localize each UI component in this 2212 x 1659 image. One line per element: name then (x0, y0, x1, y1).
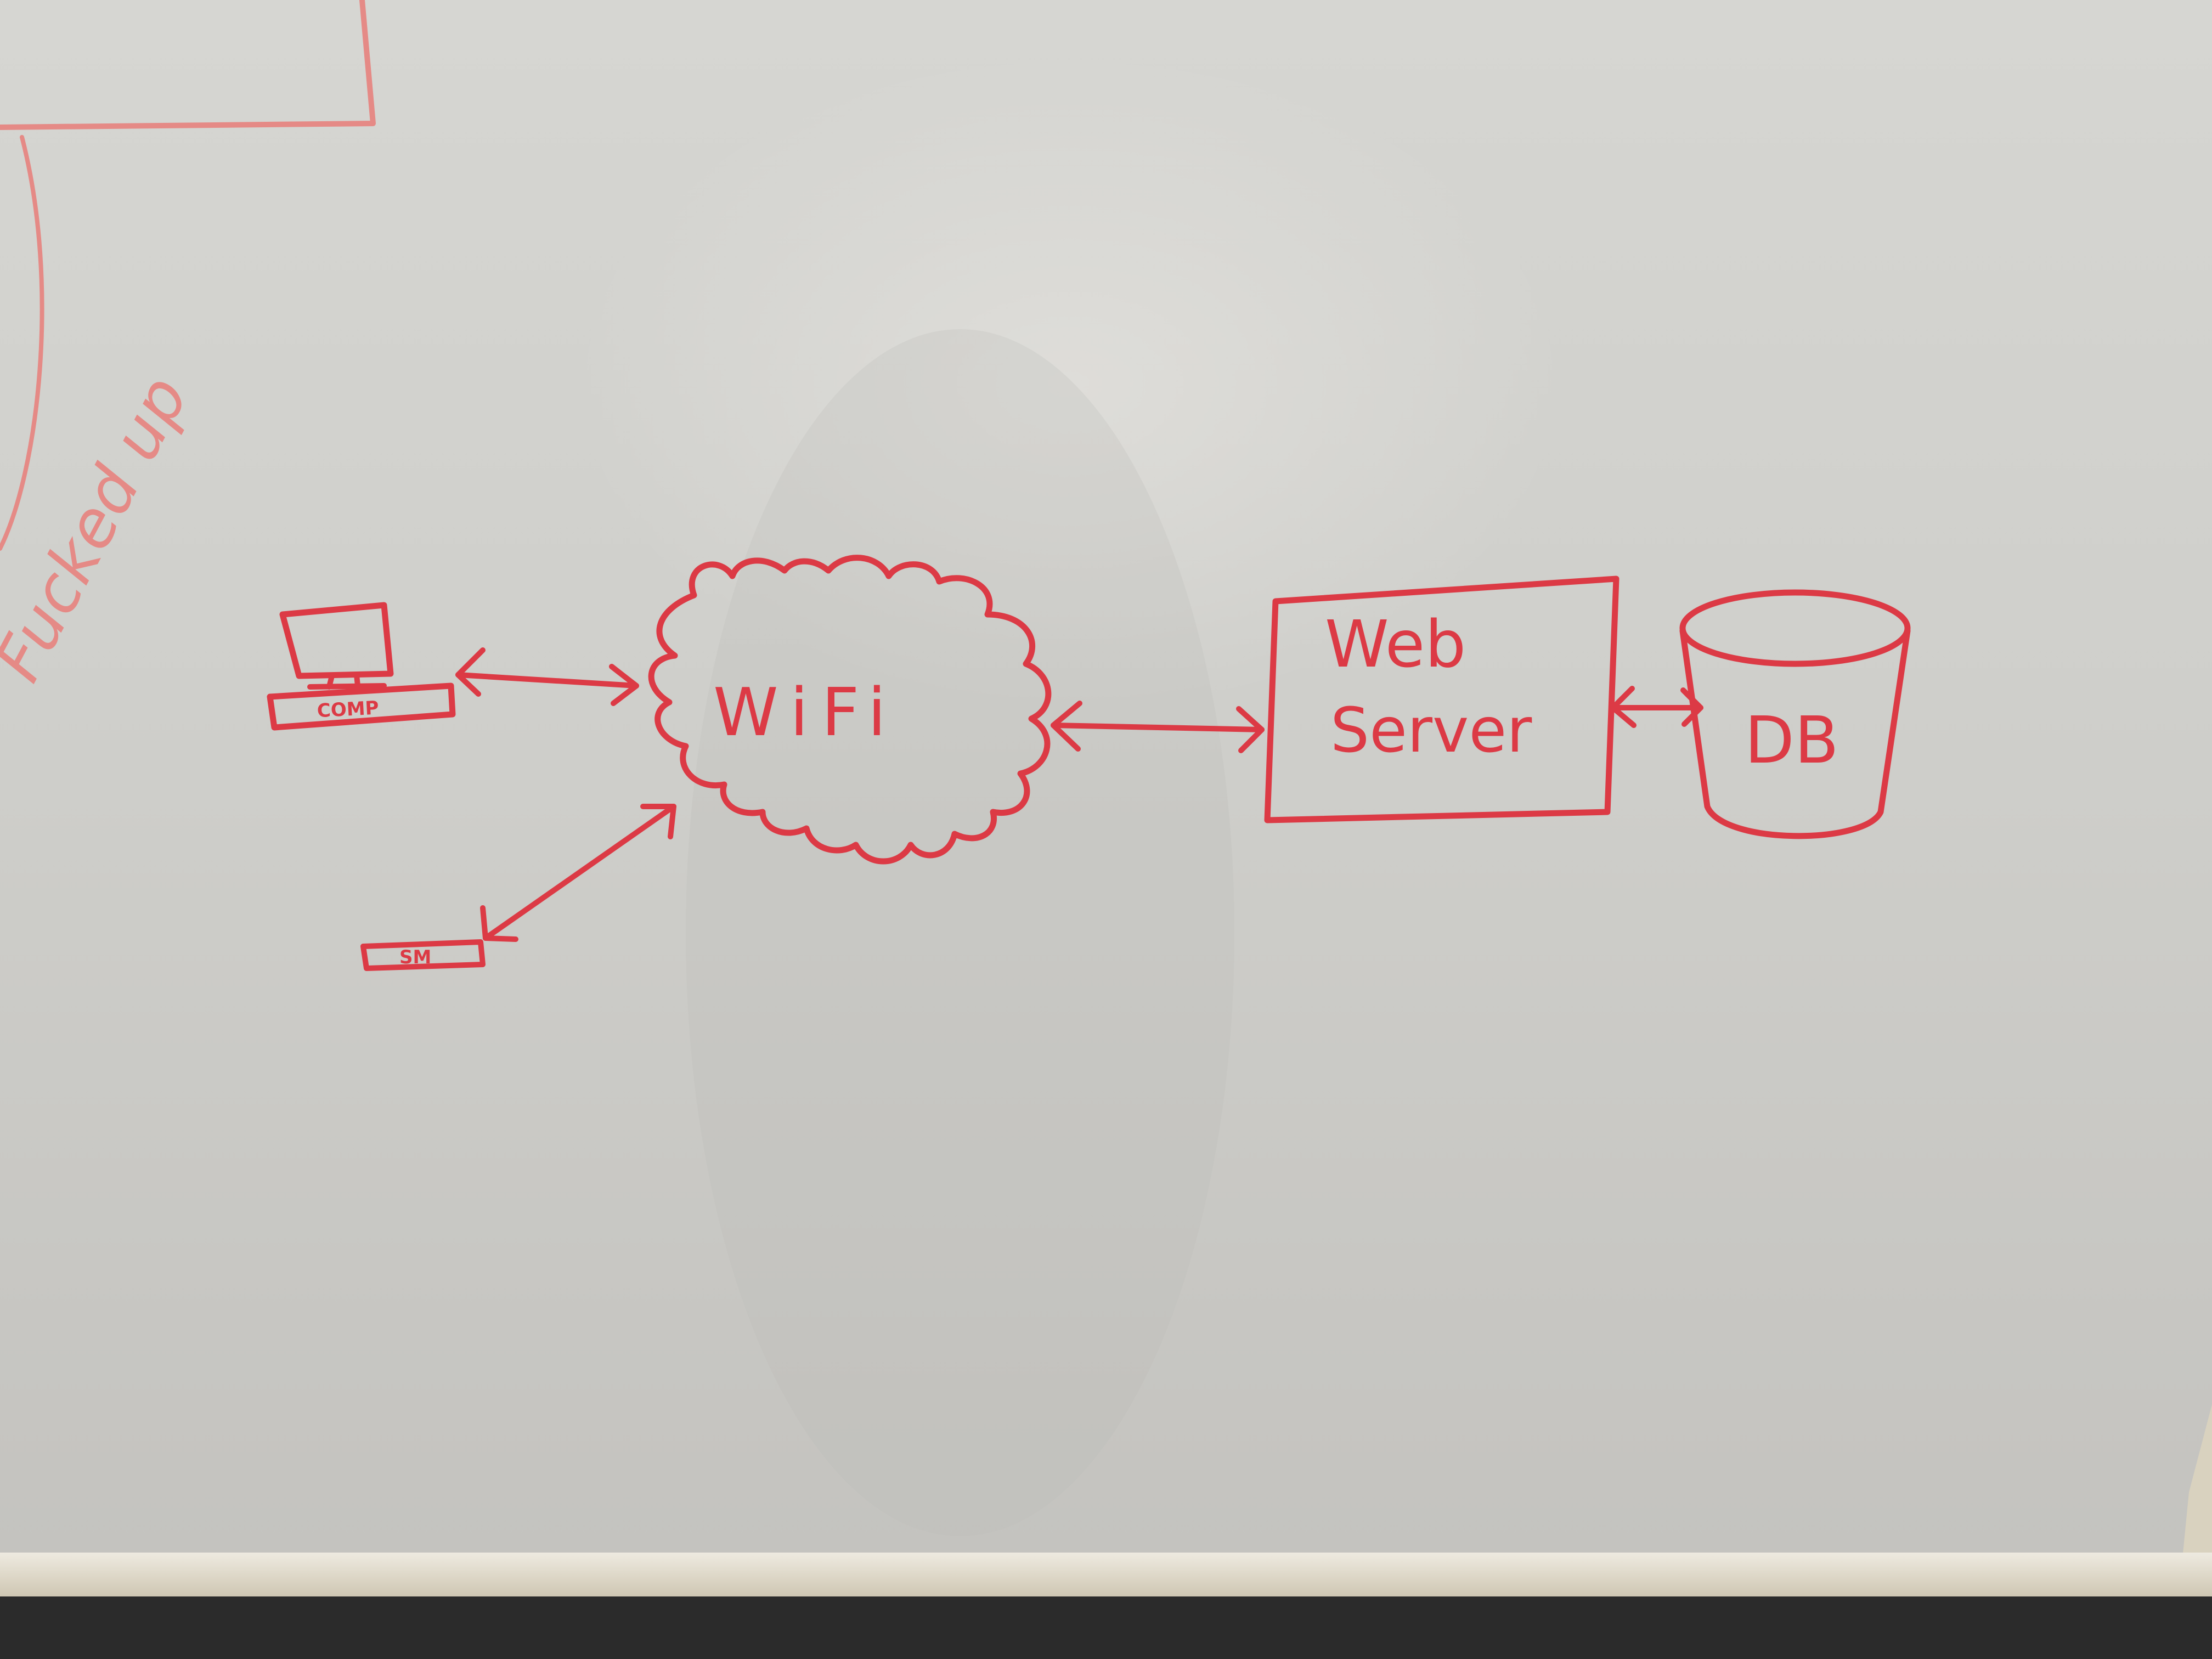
sm-node: SM (360, 939, 486, 971)
arrow-server-db (1610, 686, 1703, 728)
wall-below (0, 1596, 2212, 1659)
server-label-line1: Web (1325, 606, 1466, 682)
arrow-comp-wifi (455, 647, 639, 706)
arrow-sm-wifi (480, 804, 676, 942)
sm-label: SM (399, 946, 431, 968)
computer-node: COMP (267, 602, 456, 731)
cloud-icon (648, 555, 1052, 865)
web-server-node: Web Server (1264, 575, 1620, 823)
sm-device-icon (360, 939, 486, 971)
reflection-shadow (686, 329, 1234, 1536)
database-icon (1679, 589, 1911, 839)
computer-label: COMP (317, 697, 380, 722)
db-node: DB (1679, 589, 1911, 839)
monitor-icon (279, 602, 394, 679)
marker-tray (0, 1553, 2212, 1596)
db-label: DB (1745, 702, 1839, 778)
keyboard-icon (267, 682, 456, 731)
wifi-node: WiFi (648, 555, 1052, 865)
light-glare (576, 55, 1564, 713)
arrow-wifi-server (1051, 701, 1265, 753)
old-drawing-remnant (0, 0, 376, 551)
server-label-line2: Server (1330, 695, 1532, 766)
wifi-label: WiFi (713, 675, 899, 751)
server-box (1264, 575, 1620, 823)
